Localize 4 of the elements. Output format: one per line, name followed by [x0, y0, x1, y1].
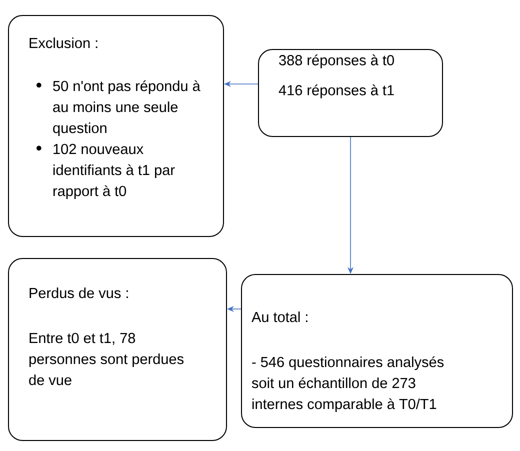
rounded-box: 388 réponses à t0 416 réponses à t1 — [258, 49, 443, 137]
rounded-box: Exclusion : 50 n'ont pas répondu à au moins une seule question 102 nouveaux identifiants à t1 par rapport à t0 — [8, 15, 224, 237]
rounded-box: Perdus de vus : Entre t0 et t1, 78 personnes sont perdues de vue — [8, 258, 227, 441]
rounded-box: Au total : - 546 questionnaires analysés soit un échantillon de 273 internes comparable à T0/T1 — [241, 274, 513, 428]
